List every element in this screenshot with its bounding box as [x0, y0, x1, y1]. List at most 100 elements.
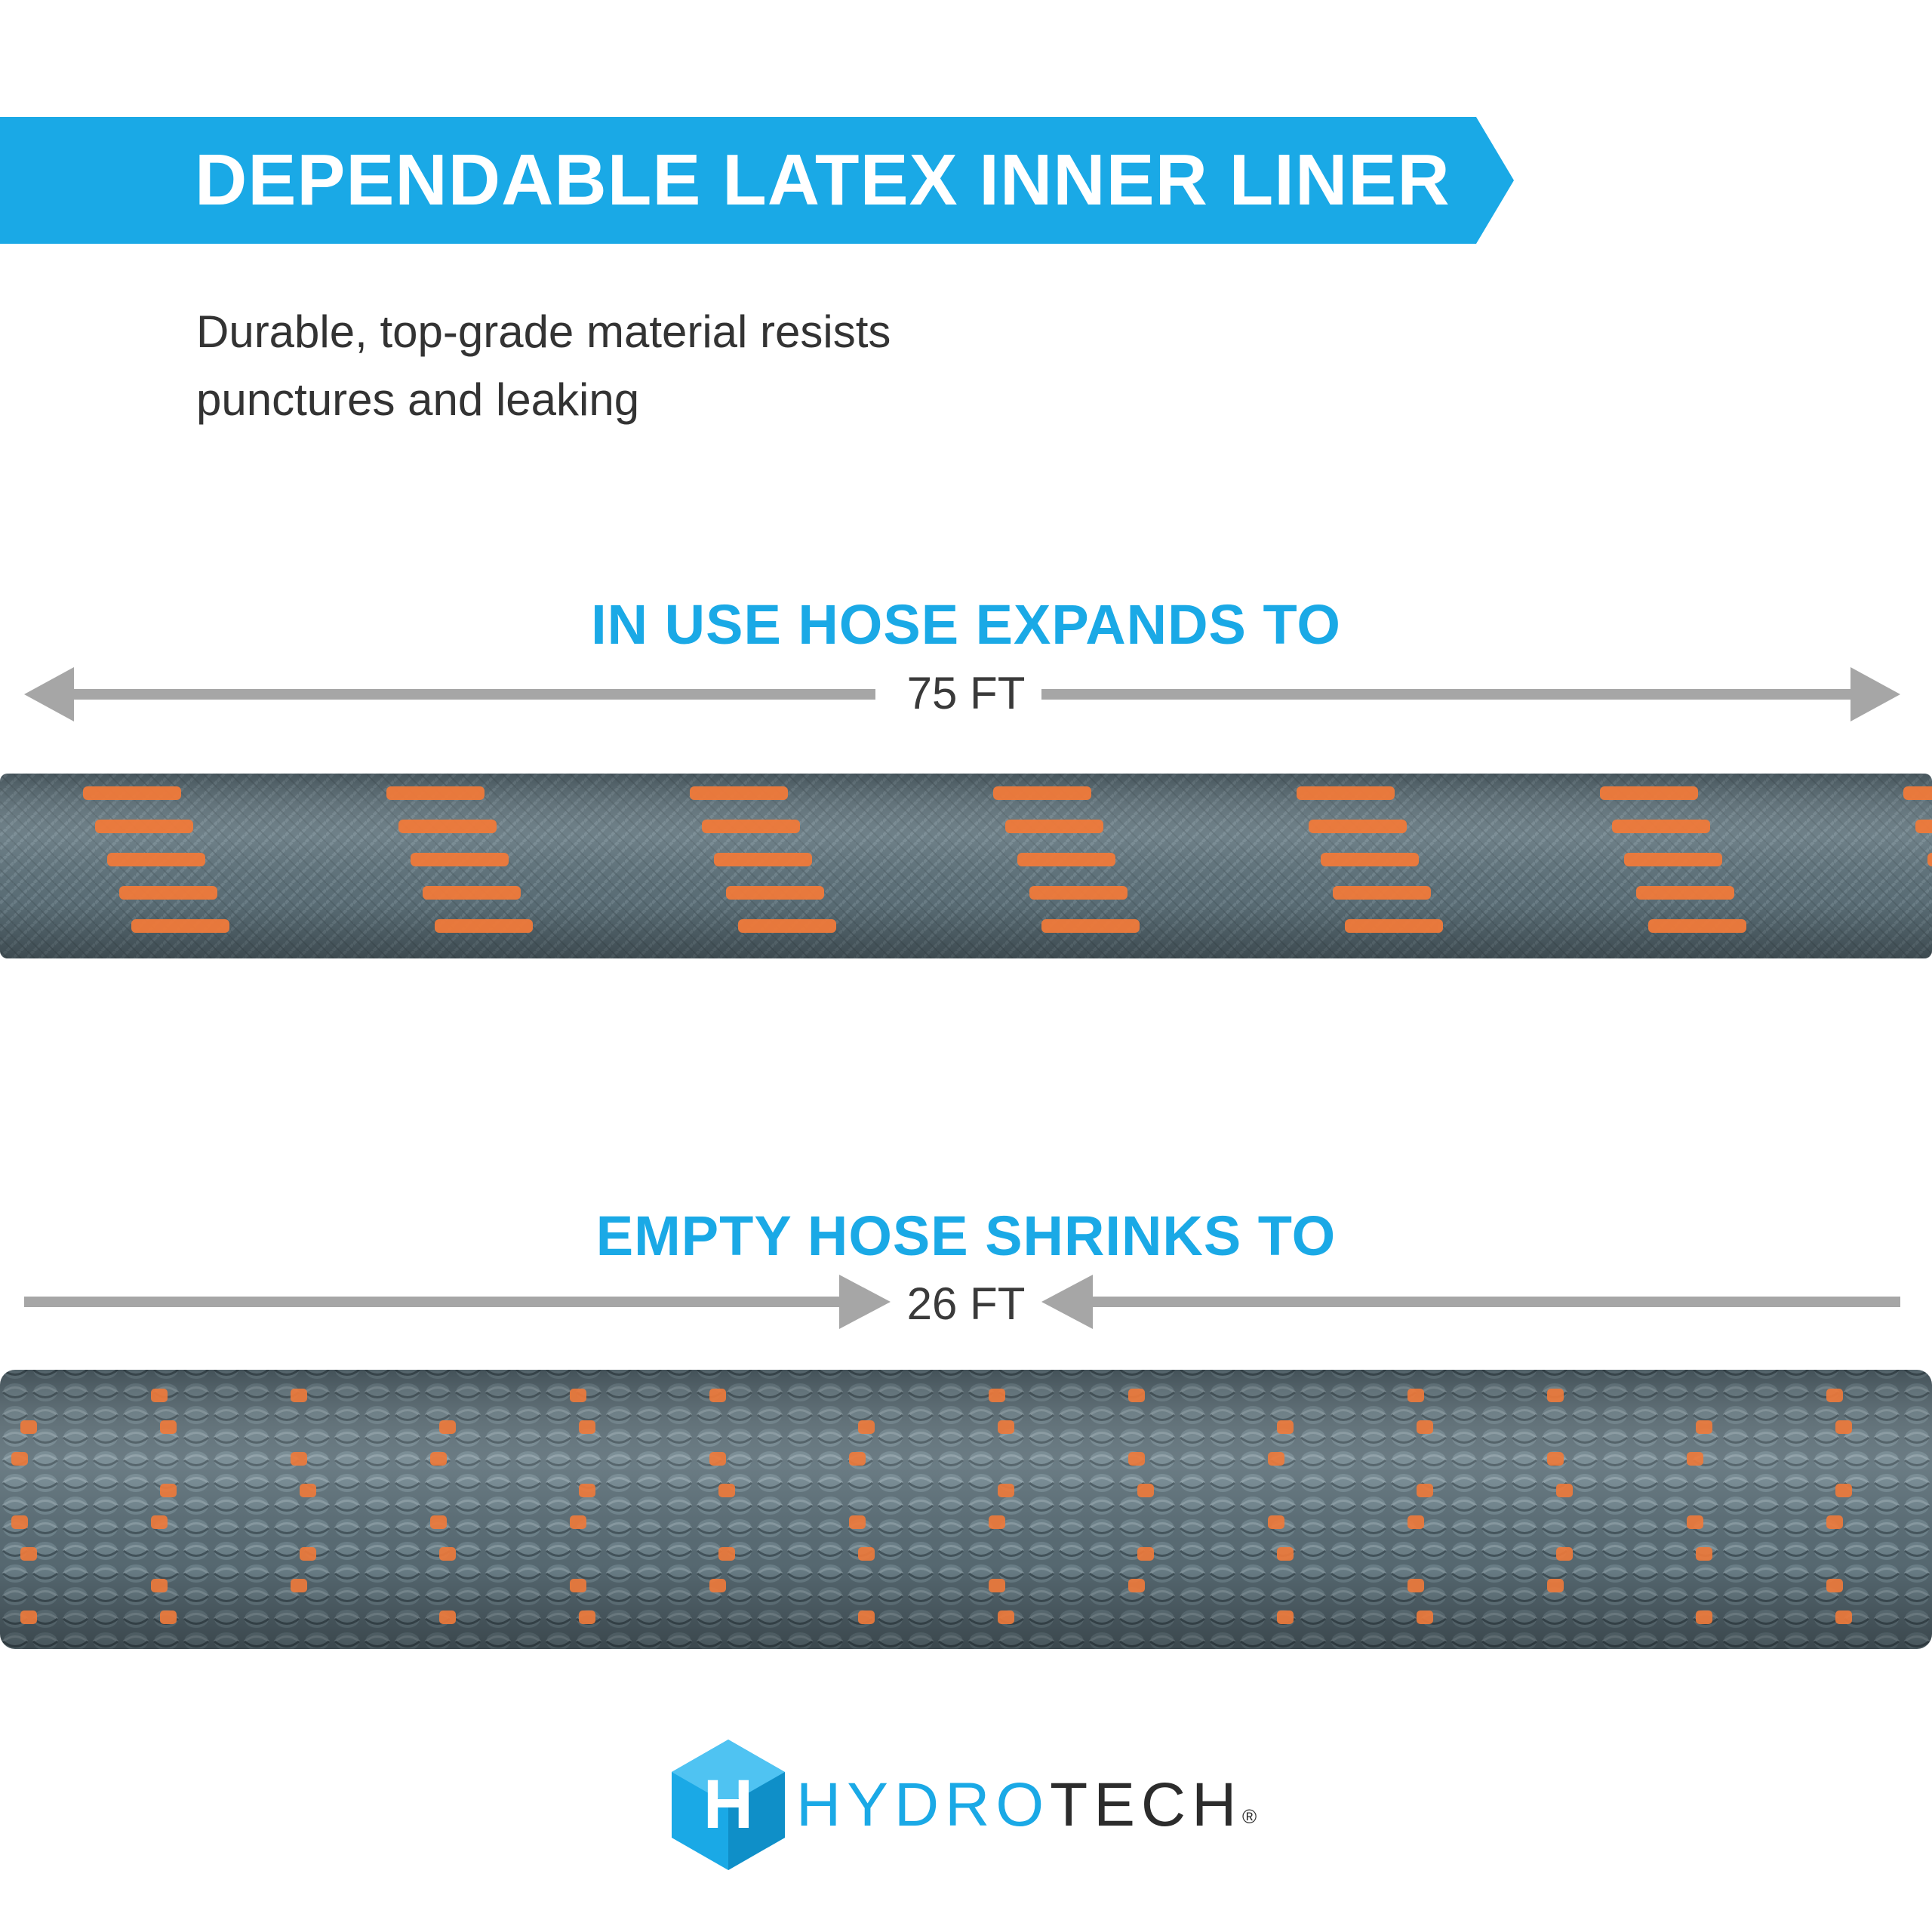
hose-stripe — [1005, 820, 1103, 833]
hose-stripe — [579, 1420, 595, 1434]
hose-stripe — [300, 1484, 316, 1497]
hose-stripe — [430, 1452, 447, 1466]
hose-stripe — [709, 1579, 726, 1592]
shrink-arrow-left-head — [839, 1275, 891, 1329]
hose-stripe — [1029, 886, 1128, 900]
hose-stripe — [107, 853, 205, 866]
hose-stripe — [998, 1484, 1014, 1497]
hose-stripe — [1687, 1515, 1703, 1529]
hose-stripe — [714, 853, 812, 866]
expand-arrow — [24, 667, 1900, 721]
hose-stripe — [1277, 1420, 1294, 1434]
hose-stripe — [579, 1484, 595, 1497]
hose-stripe — [1268, 1515, 1284, 1529]
hose-stripe — [11, 1452, 28, 1466]
hose-stripe — [1927, 853, 1932, 866]
hose-stripe — [709, 1389, 726, 1402]
hose-stripe — [1835, 1484, 1852, 1497]
shrink-arrow — [24, 1275, 1900, 1329]
hose-stripe — [1636, 886, 1734, 900]
hose-stripe — [718, 1484, 735, 1497]
hose-stripe — [439, 1420, 456, 1434]
hose-stripe — [151, 1515, 168, 1529]
expand-arrow-left-head — [24, 667, 74, 721]
hose-stripe — [1903, 786, 1932, 800]
hose-stripe — [1835, 1420, 1852, 1434]
hose-stripe — [1309, 820, 1407, 833]
hose-stripe — [1696, 1547, 1712, 1561]
hose-stripe — [849, 1452, 866, 1466]
hose-stripe — [1826, 1389, 1843, 1402]
hose-stripe — [1407, 1515, 1424, 1529]
registered-mark: ® — [1242, 1805, 1257, 1828]
hose-stripe — [1556, 1547, 1573, 1561]
hose-stripe — [151, 1389, 168, 1402]
subtitle: Durable, top-grade material resists punc… — [196, 298, 1177, 434]
hose-stripe — [1268, 1452, 1284, 1466]
hose-stripe — [300, 1547, 316, 1561]
expanded-heading: IN USE HOSE EXPANDS TO — [591, 593, 1341, 656]
hose-stripe — [95, 820, 193, 833]
hose-stripe — [1547, 1389, 1564, 1402]
hose-stripe — [690, 786, 788, 800]
hose-stripe — [20, 1420, 37, 1434]
hose-stripe — [998, 1420, 1014, 1434]
hose-stripe — [1417, 1611, 1433, 1624]
hose-stripe — [11, 1515, 28, 1529]
expand-arrow-left-shaft — [68, 689, 875, 700]
shrink-arrow-right-shaft — [1087, 1297, 1900, 1307]
hose-stripe — [849, 1515, 866, 1529]
hose-stripe — [435, 919, 533, 933]
hose-stripe — [1417, 1420, 1433, 1434]
hose-stripe — [1547, 1579, 1564, 1592]
hose-stripe — [1612, 820, 1710, 833]
hose-stripe — [570, 1389, 586, 1402]
expanded-length-label: 75 FT — [906, 668, 1026, 718]
expand-arrow-right-shaft — [1041, 689, 1864, 700]
hose-stripe — [726, 886, 824, 900]
hose-stripe — [1277, 1547, 1294, 1561]
hose-stripe — [291, 1452, 307, 1466]
hose-stripe — [858, 1611, 875, 1624]
hose-stripe — [160, 1484, 177, 1497]
hose-stripe — [439, 1547, 456, 1561]
expand-arrow-right-head — [1850, 667, 1900, 721]
page-title: DEPENDABLE LATEX INNER LINER — [195, 140, 1451, 220]
hose-stripe — [1321, 853, 1419, 866]
logo-letter: H — [703, 1766, 754, 1843]
hose-stripe — [20, 1547, 37, 1561]
hose-stripe — [1687, 1452, 1703, 1466]
shrink-arrow-right-head — [1041, 1275, 1093, 1329]
hose-stripe — [989, 1389, 1005, 1402]
hose-stripe — [119, 886, 217, 900]
subtitle-line-2: punctures and leaking — [196, 374, 640, 425]
expanded-hose-image — [0, 774, 1932, 958]
hose-stripe — [1696, 1611, 1712, 1624]
hose-stripe — [1407, 1579, 1424, 1592]
hose-stripe — [993, 786, 1091, 800]
shrink-arrow-left-shaft — [24, 1297, 847, 1307]
hose-stripe — [131, 919, 229, 933]
hose-stripe — [718, 1547, 735, 1561]
hose-stripe — [1556, 1484, 1573, 1497]
hose-stripe — [570, 1515, 586, 1529]
hose-stripe — [430, 1515, 447, 1529]
hose-stripe — [398, 820, 497, 833]
hose-stripe — [1333, 886, 1431, 900]
hose-stripe — [1017, 853, 1115, 866]
hose-stripe — [1297, 786, 1395, 800]
hose-stripe — [579, 1611, 595, 1624]
hose-stripe — [1137, 1484, 1154, 1497]
hose-stripe — [702, 820, 800, 833]
hose-stripe — [423, 886, 521, 900]
hose-stripe — [989, 1579, 1005, 1592]
hose-stripe — [411, 853, 509, 866]
contracted-length-label: 26 FT — [906, 1278, 1026, 1329]
hose-stripe — [738, 919, 836, 933]
hose-stripe — [570, 1579, 586, 1592]
hose-stripe — [20, 1611, 37, 1624]
brand-name-hydro: HYDRO — [796, 1770, 1051, 1839]
hose-stripe — [1277, 1611, 1294, 1624]
hose-stripe — [1915, 820, 1932, 833]
